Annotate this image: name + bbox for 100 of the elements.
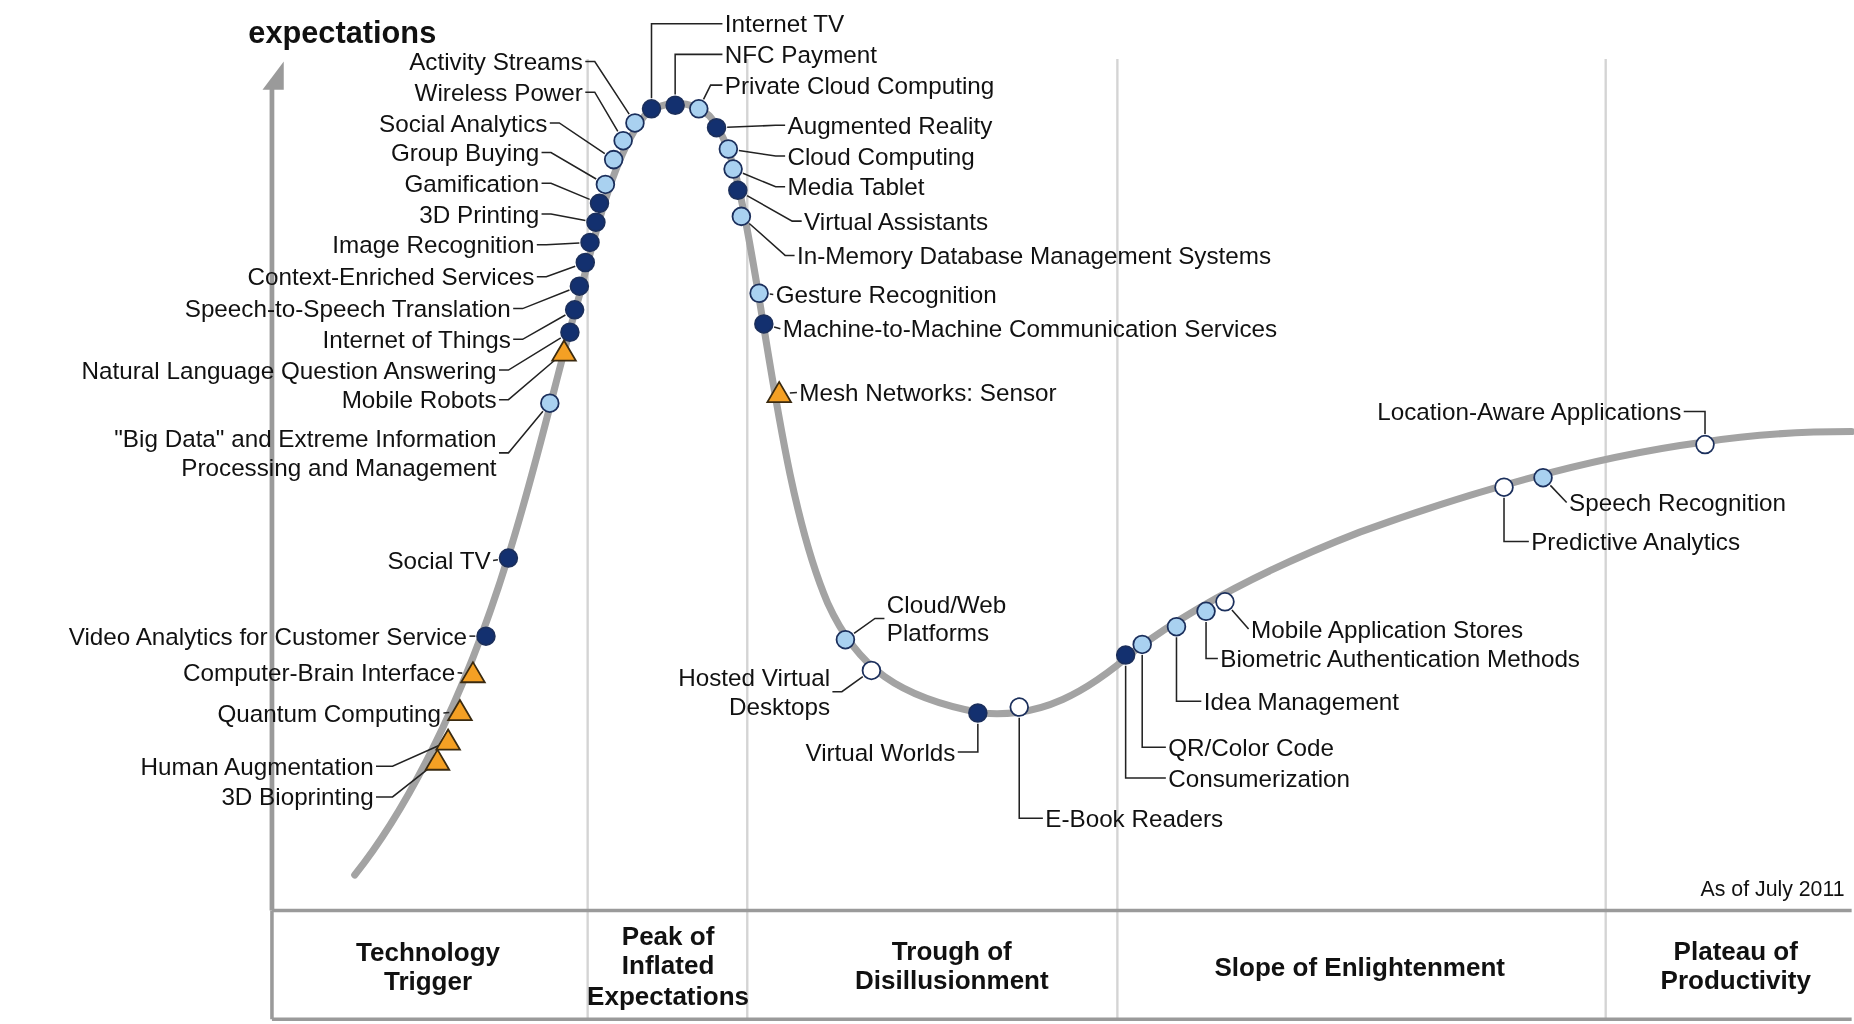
technology-label: Augmented Reality [787,111,993,140]
leader-line [512,289,571,310]
circle-marker [1196,601,1216,622]
leader-line [1124,664,1167,779]
technology-label: "Big Data" and Extreme Information Processing and Management [5,425,497,481]
leader-line [748,222,796,257]
technology-label: 3D Printing [419,200,540,228]
leader-line [1549,484,1568,504]
leader-line [773,326,782,330]
technology-label: Media Tablet [787,172,925,201]
technology-label: Gamification [404,169,540,198]
technology-label: Context-Enriched Services [247,262,535,291]
circle-marker [580,232,600,253]
leader-line [1503,497,1530,543]
circle-marker [476,626,496,646]
technology-label: Internet TV [724,9,845,38]
technology-label: E-Book Readers [1045,804,1224,833]
circle-marker [1009,697,1029,717]
leader-line [540,182,591,201]
circle-marker [641,99,662,119]
leader-line [956,722,979,753]
circle-marker [1695,434,1715,455]
technology-label: Biometric Authentication Methods [1220,644,1580,673]
technology-label: Wireless Power [414,78,583,107]
leader-line [1205,621,1219,660]
triangle-marker [550,338,578,362]
circle-marker [540,393,560,413]
leader-line [831,675,864,693]
technology-label: Internet of Things [322,325,511,354]
leader-line [789,391,798,394]
circle-marker [1115,645,1136,665]
circle-marker [723,159,743,179]
leader-line [468,635,477,637]
phase-label: Trough of Disillusionment [854,936,1050,996]
technology-label: Mesh Networks: Sensor [799,378,1057,407]
circle-marker [603,149,624,170]
date-note: As of July 2011 [1700,876,1845,902]
leader-line [1018,716,1044,819]
technology-label: Hosted Virtual Desktops [652,663,831,720]
technology-label: Human Augmentation [140,752,374,781]
leader-line [375,744,440,767]
circle-marker [706,117,727,138]
technology-label: Idea Management [1203,687,1400,716]
circle-marker [718,139,739,159]
technology-label: Computer-Brain Interface [183,658,456,687]
circle-marker [861,660,882,681]
technology-label: Machine-to-Machine Communication Services [782,314,1278,343]
circle-marker [749,283,769,303]
circle-marker [728,180,748,201]
circle-marker [1166,616,1187,637]
technology-label: Private Cloud Computing [724,71,995,100]
leader-line [738,149,786,157]
leader-line [1682,410,1706,435]
technology-label: Mobile Robots [341,385,497,414]
leader-line [746,194,803,222]
circle-marker [731,206,752,227]
technology-label: Speech Recognition [1569,488,1786,517]
leader-line [536,265,576,278]
leader-line [498,410,544,454]
technology-label: Cloud Computing [787,142,975,170]
leader-line [536,242,581,246]
leader-line [702,84,724,101]
triangle-marker [459,660,487,684]
circle-marker [689,99,709,119]
leader-line [674,53,724,96]
leader-line [456,672,464,674]
triangle-marker [765,380,793,403]
circle-marker [1215,592,1235,612]
circle-marker [754,314,774,334]
leader-line [549,122,606,155]
circle-marker [498,548,519,568]
circle-marker [560,322,580,342]
leader-line [650,22,724,99]
leader-line [442,711,451,714]
phase-label: Technology Trigger [355,937,502,998]
circle-marker [968,703,988,723]
leader-line [853,617,886,635]
leader-line [1231,609,1250,630]
technology-label: Virtual Assistants [804,207,989,236]
circle-marker [569,276,590,296]
technology-label: Speech-to-Speech Translation [184,294,511,323]
technology-label: Mobile Application Stores [1251,615,1524,643]
technology-label: Cloud/Web Platforms [886,590,1035,647]
circle-marker [586,212,606,233]
technology-label: Virtual Worlds [805,738,956,766]
technology-label: Location-Aware Applications [1377,397,1682,426]
technology-label: Gesture Recognition [775,280,997,309]
triangle-marker [446,698,474,721]
technology-label: In-Memory Database Management Systems [796,241,1272,270]
leader-line [584,91,619,133]
circle-marker [625,113,645,133]
technology-label: Consumerization [1168,764,1351,792]
circle-marker [665,95,685,115]
triangle-marker [424,747,451,771]
technology-label: Video Analytics for Customer Service [68,622,468,651]
technology-label: Quantum Computing [217,699,442,727]
phase-label: Plateau of Productivity [1659,936,1812,996]
technology-label: 3D Bioprinting [221,783,374,811]
leader-line [742,172,786,188]
triangle-marker [434,727,462,751]
